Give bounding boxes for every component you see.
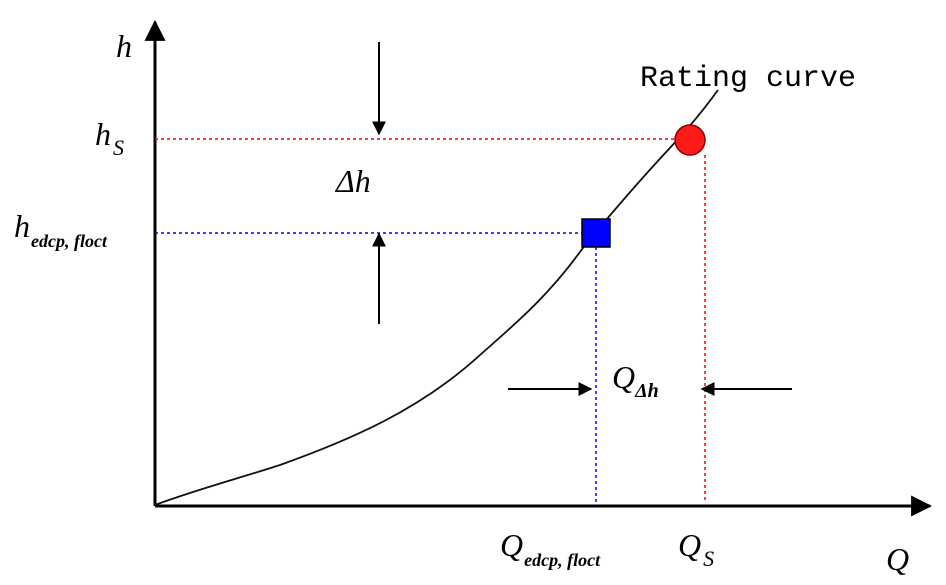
q-axis-label: Q <box>886 541 909 577</box>
q-delta-h-label: QΔh <box>612 359 659 402</box>
h-axis-label: h <box>116 28 132 64</box>
q-s-label: QS <box>678 527 714 571</box>
edcp-point-marker <box>581 218 611 248</box>
delta-h-label: Δh <box>334 163 371 199</box>
stage-point-marker <box>674 124 706 156</box>
h-edcp-label: hedcp, floct <box>14 208 108 251</box>
q-edcp-label: Qedcp, floct <box>500 527 601 570</box>
h-s-label: hS <box>95 116 124 160</box>
rating-curve-label: Rating curve <box>640 62 856 96</box>
rating-curve <box>154 89 719 506</box>
